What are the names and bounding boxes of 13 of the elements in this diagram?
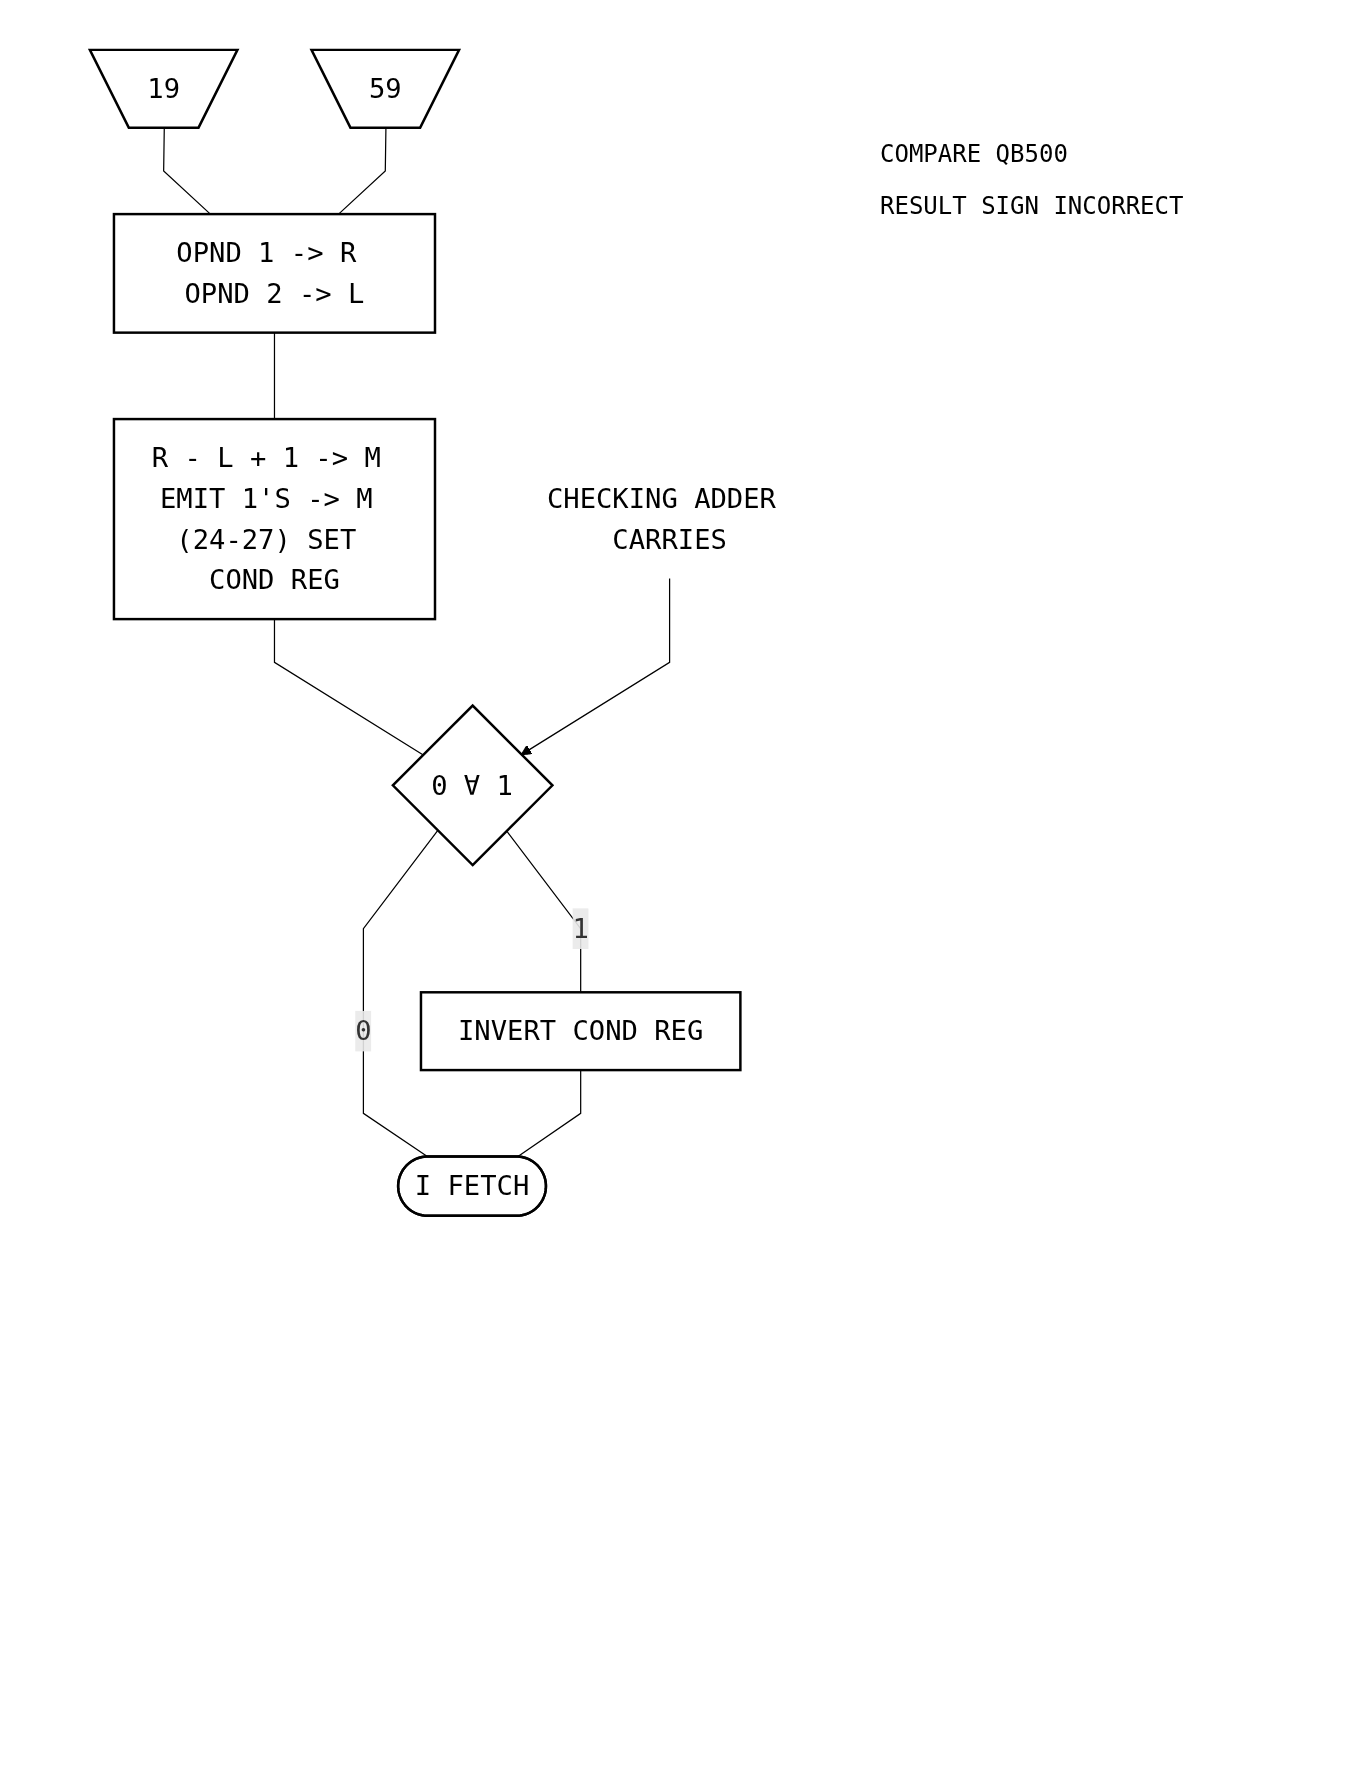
node-text: CHECKING ADDER CARRIES <box>546 483 776 555</box>
connector <box>163 127 211 215</box>
node-box: R - L + 1 -> M EMIT 1'S -> M (24-27) SET COND REG <box>112 417 437 621</box>
node-box: OPND 1 -> R OPND 2 -> L <box>112 212 437 334</box>
note-text: RESULT SIGN INCORRECT <box>880 192 1185 220</box>
connector <box>273 332 276 420</box>
arrow <box>520 577 671 756</box>
note-text: COMPARE QB500 <box>880 140 1069 168</box>
node-diamond: 0 ∀ 1 <box>391 703 555 867</box>
node-box: INVERT COND REG <box>419 991 742 1072</box>
edge-label: 0 <box>355 1015 372 1047</box>
edge-label: 1 <box>572 913 589 945</box>
connector <box>337 127 387 215</box>
